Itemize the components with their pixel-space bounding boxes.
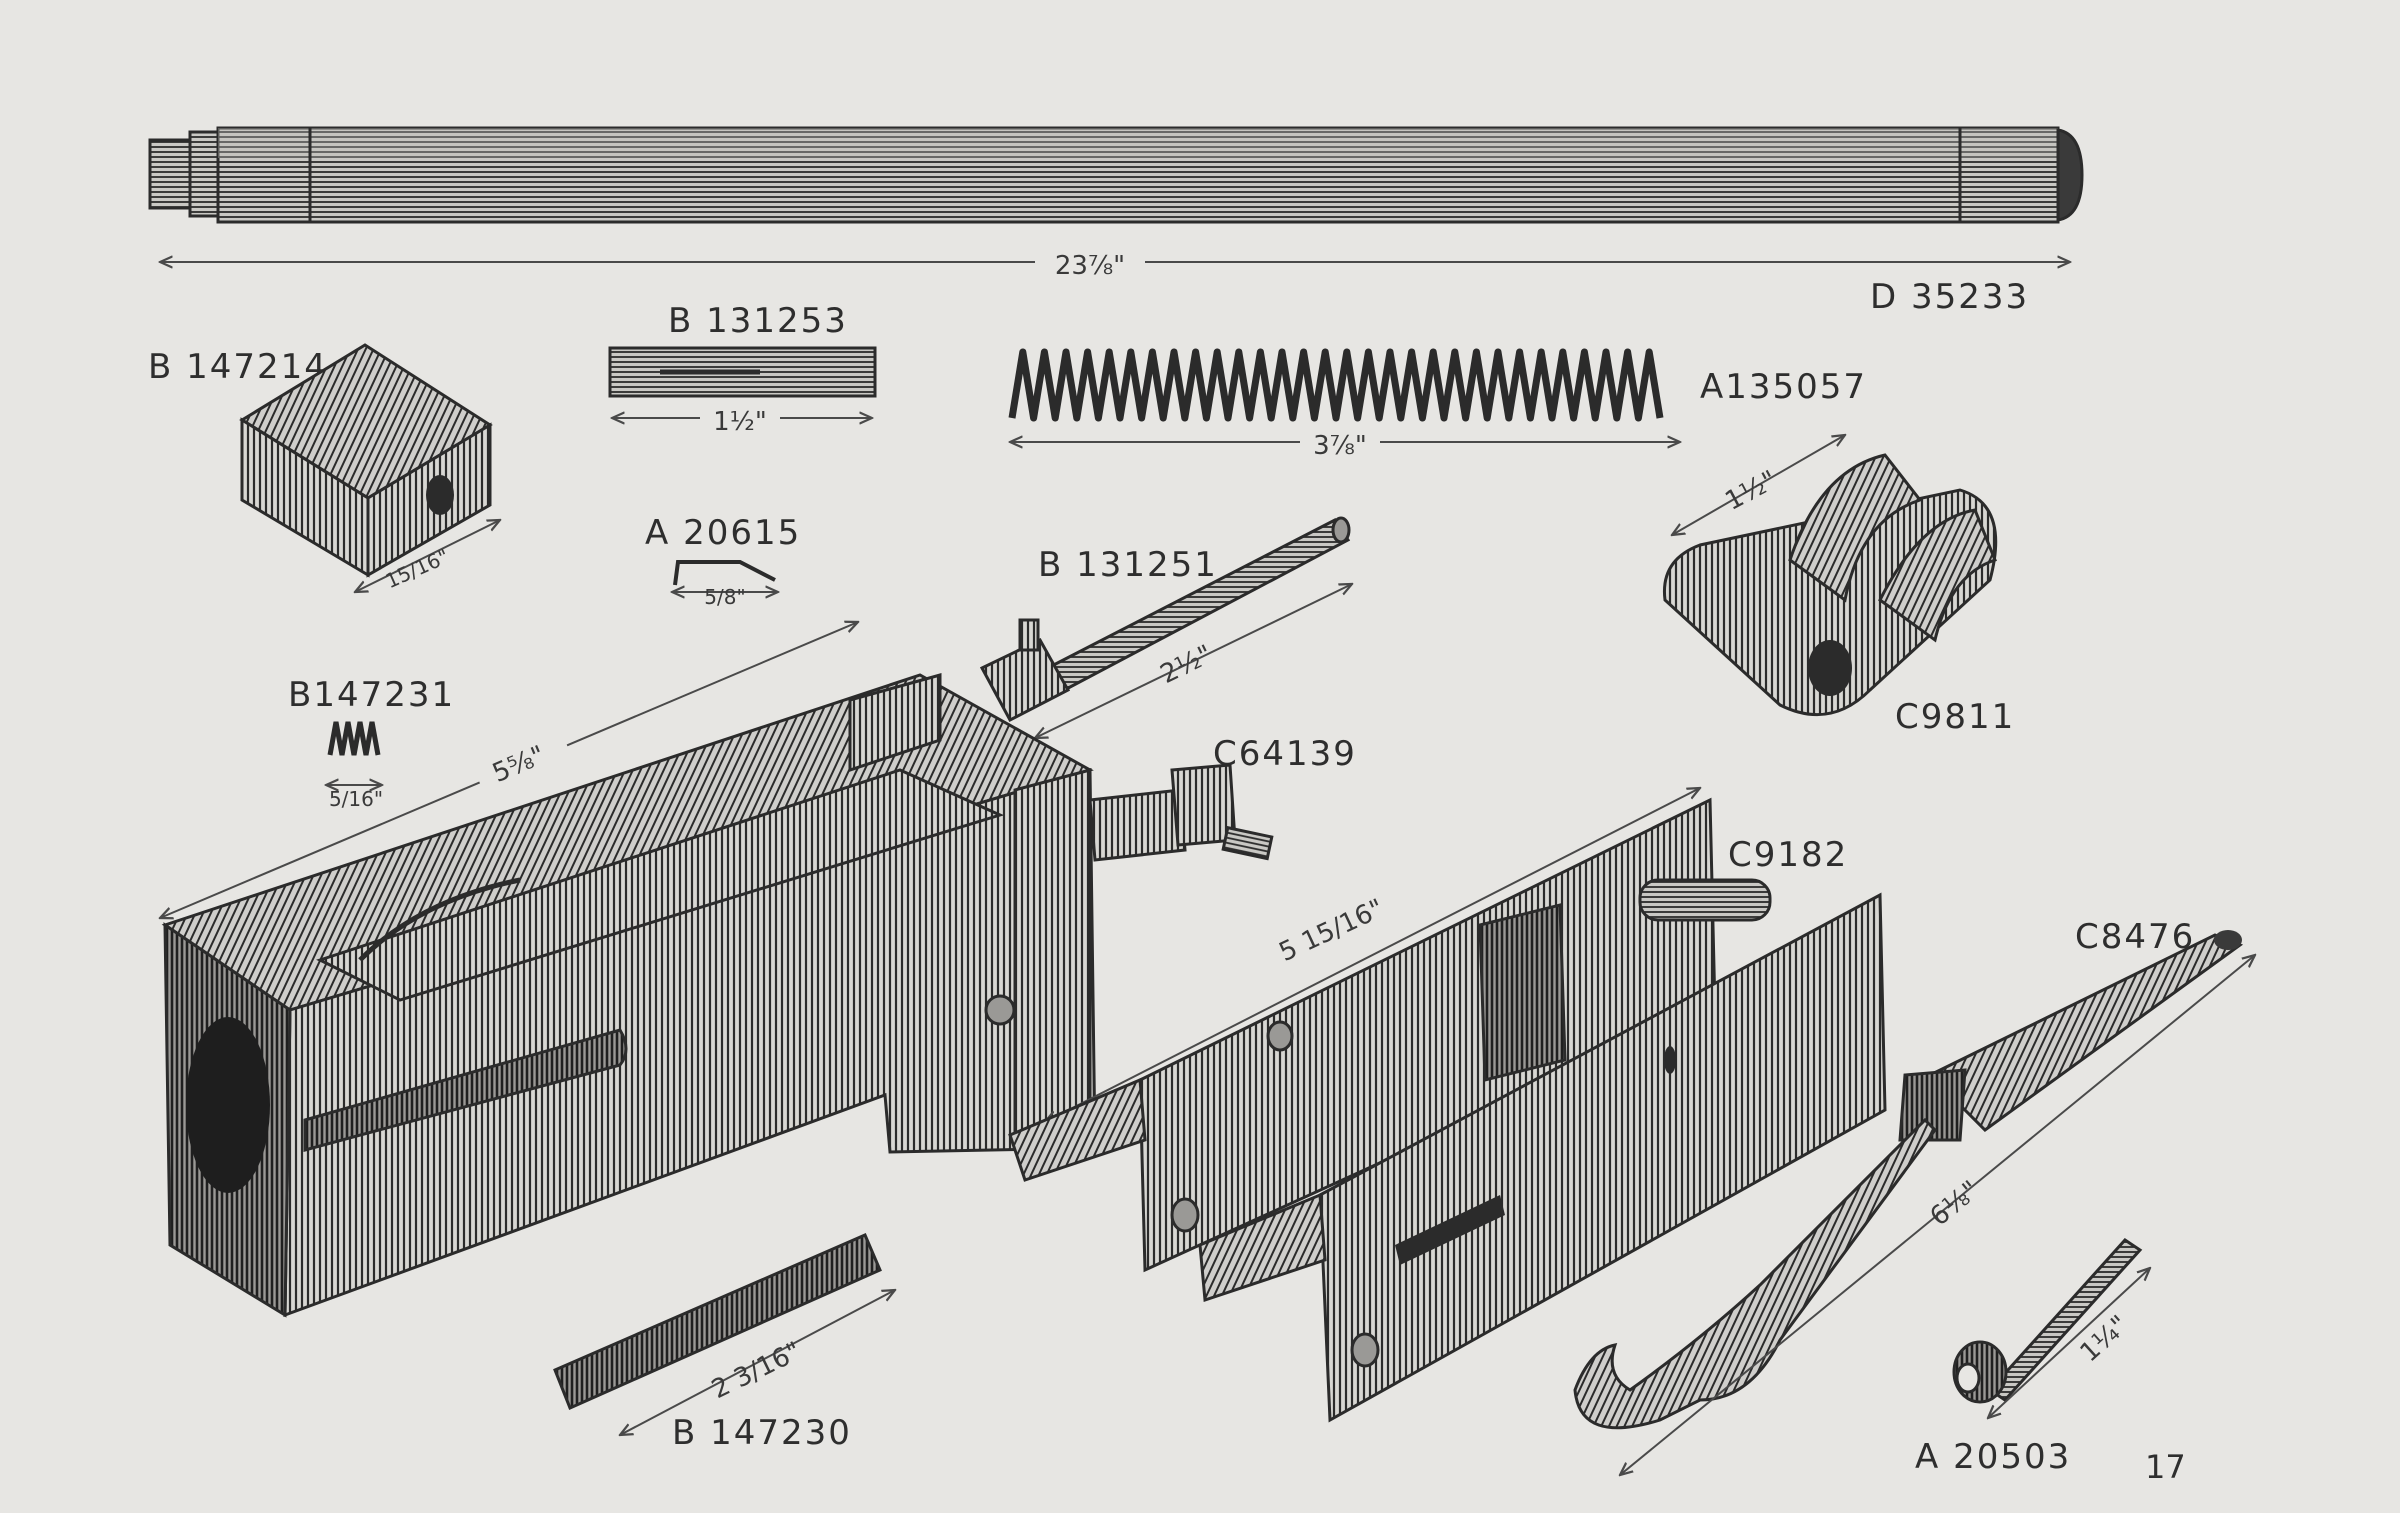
plate-dimension: 2 3/16": [707, 1336, 806, 1405]
part-lever: C8476 6⅛": [1573, 917, 2255, 1475]
barrel-part-number: D 35233: [1870, 277, 2029, 317]
long-spring-part-number: A135057: [1700, 367, 1867, 407]
part-long-spring: A135057 3⅞": [1008, 348, 1867, 461]
trigger-housing-part-number: C9182: [1728, 835, 1848, 875]
part-block: B 147214 15/16": [148, 343, 500, 593]
bent-wire-dimension: 5/8": [704, 585, 745, 609]
firing-pin-dimension: 1¼": [2075, 1310, 2135, 1368]
small-spring-dimension: 5/16": [329, 787, 383, 811]
trigger-housing-dimension: 5 15/16": [1275, 894, 1389, 968]
yoke-dimension: 1½": [1720, 465, 1782, 517]
part-small-spring: B147231 5/16": [288, 675, 455, 811]
barrel-dimension: 23⅞": [1055, 251, 1125, 281]
part-plate: 2 3/16" B 147230: [553, 1233, 895, 1453]
firing-pin-part-number: A 20503: [1915, 1437, 2071, 1477]
part-pin-rod: B 131251 2½": [979, 516, 1352, 738]
part-stud: C64139: [1088, 734, 1357, 862]
plate-part-number: B 147230: [672, 1413, 852, 1453]
pin-rod-part-number: B 131251: [1038, 545, 1218, 585]
lever-part-number: C8476: [2075, 917, 2195, 957]
part-receiver: 5⅝": [160, 622, 1097, 1318]
part-yoke: 1½" C9811: [1662, 435, 2015, 737]
block-part-number: B 147214: [148, 347, 328, 387]
stud-part-number: C64139: [1213, 734, 1357, 774]
tube-dimension: 1½": [713, 407, 767, 437]
part-barrel: 23⅞" D 35233: [148, 126, 2084, 317]
pin-rod-dimension: 2½": [1156, 640, 1217, 691]
small-spring-part-number: B147231: [288, 675, 455, 715]
part-tube: B 131253 1½": [608, 301, 877, 437]
tube-part-number: B 131253: [668, 301, 848, 341]
page-number: 17: [2145, 1448, 2186, 1486]
part-firing-pin: 1¼" A 20503: [1915, 1238, 2150, 1477]
bent-wire-part-number: A 20615: [645, 513, 801, 553]
part-bent-wire: A 20615 5/8": [645, 513, 801, 609]
long-spring-dimension: 3⅞": [1313, 431, 1367, 461]
yoke-part-number: C9811: [1895, 697, 2015, 737]
